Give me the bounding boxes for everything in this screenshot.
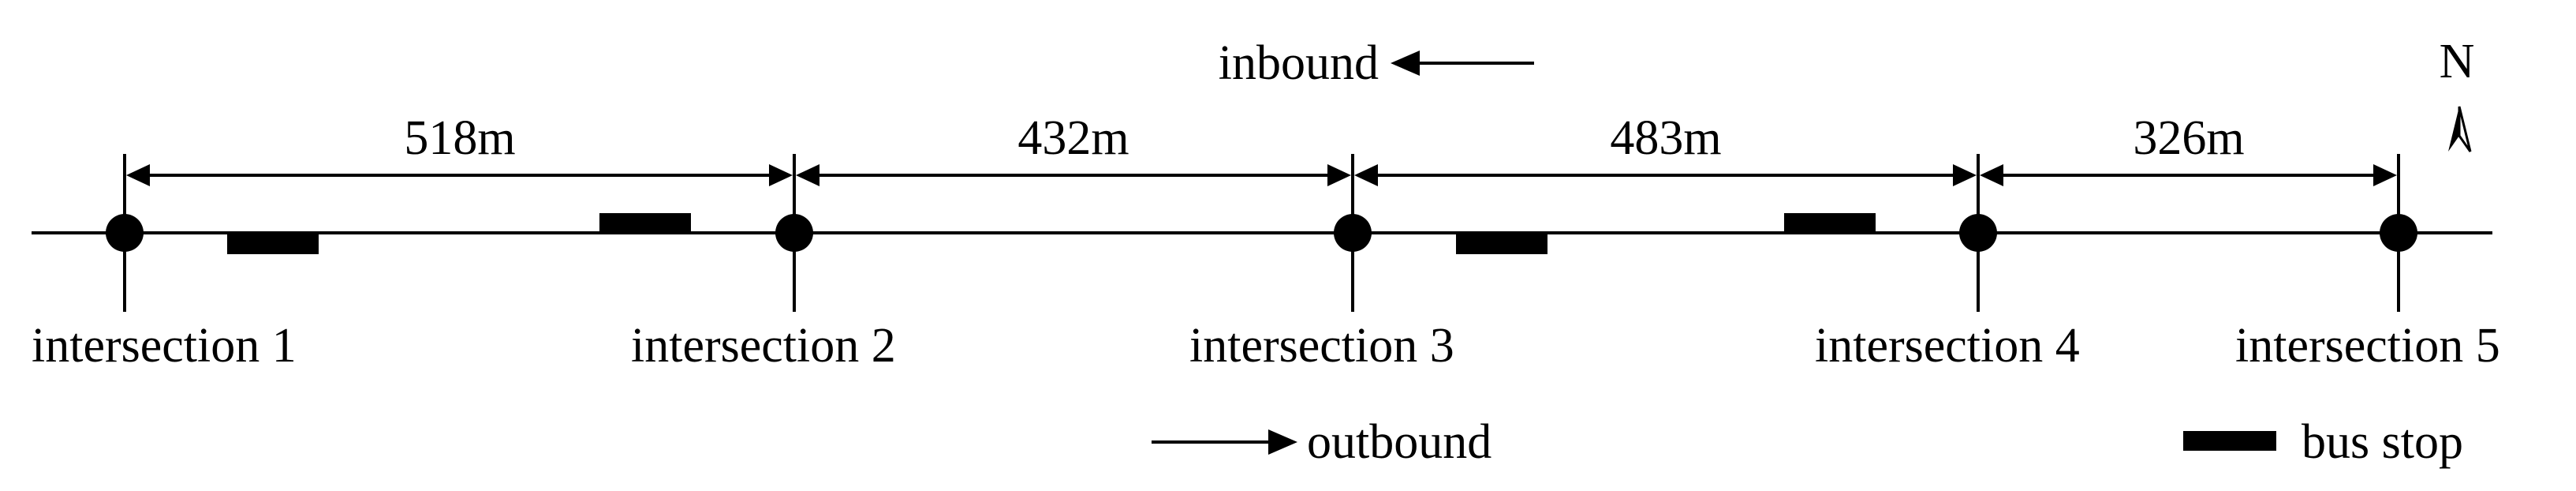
north-arrow-icon (2448, 106, 2472, 152)
inbound-arrow-icon (1391, 51, 1534, 76)
bus-stop-legend-icon (2183, 431, 2276, 451)
intersection-label: intersection 1 (32, 319, 297, 373)
arrowhead-right-icon (1327, 164, 1351, 186)
bus-stops (227, 213, 1876, 254)
bus-stop-legend-label: bus stop (2302, 415, 2463, 469)
intersection-node-3 (1334, 214, 1372, 252)
north-label: N (2440, 35, 2475, 88)
dimension-arrowheads (126, 164, 2397, 186)
intersection-node-1 (106, 214, 144, 252)
bus-stop-marker (1456, 234, 1547, 254)
intersection-label: intersection 3 (1189, 319, 1454, 373)
inbound-label: inbound (1219, 36, 1379, 90)
segment-distance-label: 518m (404, 111, 515, 165)
arrowhead-left-icon (1354, 164, 1378, 186)
intersection-node-5 (2380, 214, 2417, 252)
arrowhead-left-icon (126, 164, 150, 186)
intersection-nodes (106, 214, 2417, 252)
outbound-arrow-icon (1152, 429, 1297, 455)
intersection-label: intersection 5 (2235, 319, 2500, 373)
arrowhead-left-icon (1980, 164, 2003, 186)
arrowhead-left-icon (796, 164, 819, 186)
bus-stop-marker (1784, 213, 1876, 233)
segment-distance-label: 432m (1017, 111, 1129, 165)
intersection-label: intersection 2 (631, 319, 896, 373)
arrowhead-right-icon (1953, 164, 1977, 186)
outbound-label: outbound (1307, 415, 1491, 469)
intersection-node-2 (775, 214, 813, 252)
intersection-label: intersection 4 (1815, 319, 2080, 373)
bus-stop-marker (227, 234, 319, 254)
bus-stop-marker (599, 213, 691, 233)
intersection-node-4 (1959, 214, 1997, 252)
arrowhead-right-icon (2373, 164, 2397, 186)
segment-distance-label: 326m (2133, 111, 2244, 165)
arrowhead-right-icon (769, 164, 793, 186)
segment-distance-label: 483m (1610, 111, 1721, 165)
